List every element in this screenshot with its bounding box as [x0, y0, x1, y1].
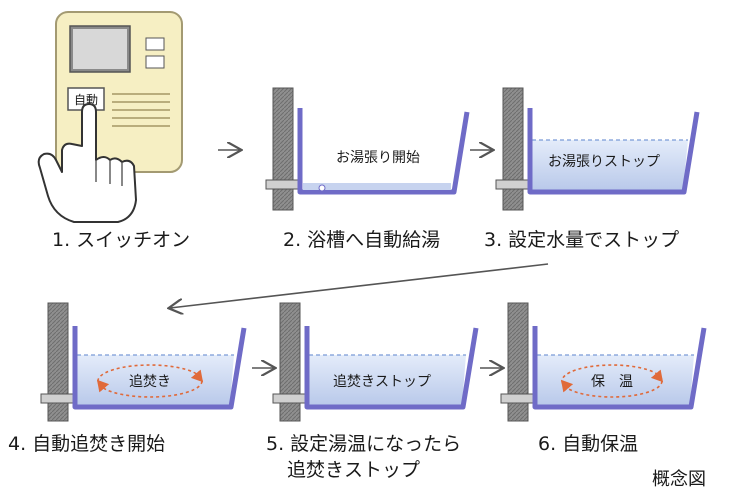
- bathroom-wall: [272, 87, 294, 211]
- circulation-arrow-icon: [96, 364, 204, 398]
- bathroom-wall: [507, 302, 529, 422]
- step-5-caption-line-1: 5. 設定湯温になったら: [266, 433, 462, 455]
- bathroom-wall: [47, 302, 69, 422]
- panel-small-button-icon: [145, 37, 165, 51]
- step-4-tub: 追焚き: [40, 302, 247, 422]
- step-3-tub: お湯張りストップ: [495, 87, 700, 211]
- step-1-control-panel: 自動: [37, 11, 183, 223]
- shallow-water: [303, 183, 451, 190]
- circulation-arrow-icon: [560, 364, 664, 398]
- step-5-tub: 追焚きストップ: [272, 302, 479, 422]
- pointing-hand-icon: [37, 103, 137, 223]
- step-2-tub: お湯張り開始: [265, 87, 470, 211]
- wall-pipe: [265, 179, 301, 190]
- return-arrow-icon: [170, 263, 549, 308]
- step-5-caption-line-2: 追焚きストップ: [287, 459, 421, 481]
- tub-label-step-6: 保 温: [591, 374, 633, 390]
- bathtub-outline: [297, 108, 470, 195]
- tub-label-step-2: お湯張り開始: [336, 149, 420, 166]
- panel-small-button-icon: [145, 55, 165, 69]
- tub-label-step-5: 追焚きストップ: [333, 374, 431, 390]
- bathroom-wall: [502, 87, 524, 211]
- wall-pipe: [272, 393, 308, 404]
- bathroom-wall: [279, 302, 301, 422]
- step-3-caption: 3. 設定水量でストップ: [484, 229, 680, 251]
- concept-diagram-label: 概念図: [652, 469, 706, 490]
- step-4-caption: 4. 自動追焚き開始: [8, 433, 166, 455]
- full-water: [309, 355, 466, 405]
- wall-pipe: [495, 179, 531, 190]
- step-6-caption: 6. 自動保温: [538, 433, 639, 455]
- step-1-caption: 1. スイッチオン: [52, 229, 191, 251]
- wall-pipe: [500, 393, 536, 404]
- bathtub-outline: [72, 326, 247, 410]
- bathtub-outline: [304, 326, 479, 410]
- panel-grille-icon: [112, 93, 170, 127]
- bathtub-outline: [532, 326, 707, 410]
- full-water: [532, 140, 688, 190]
- water-inlet-icon: [318, 184, 326, 192]
- step-2-caption: 2. 浴槽へ自動給湯: [283, 229, 441, 251]
- step-6-tub: 保 温: [500, 302, 707, 422]
- tub-label-step-3: お湯張りストップ: [548, 153, 660, 170]
- bathtub-outline: [527, 108, 700, 195]
- wall-pipe: [40, 393, 76, 404]
- tub-label-step-4: 追焚き: [129, 374, 171, 390]
